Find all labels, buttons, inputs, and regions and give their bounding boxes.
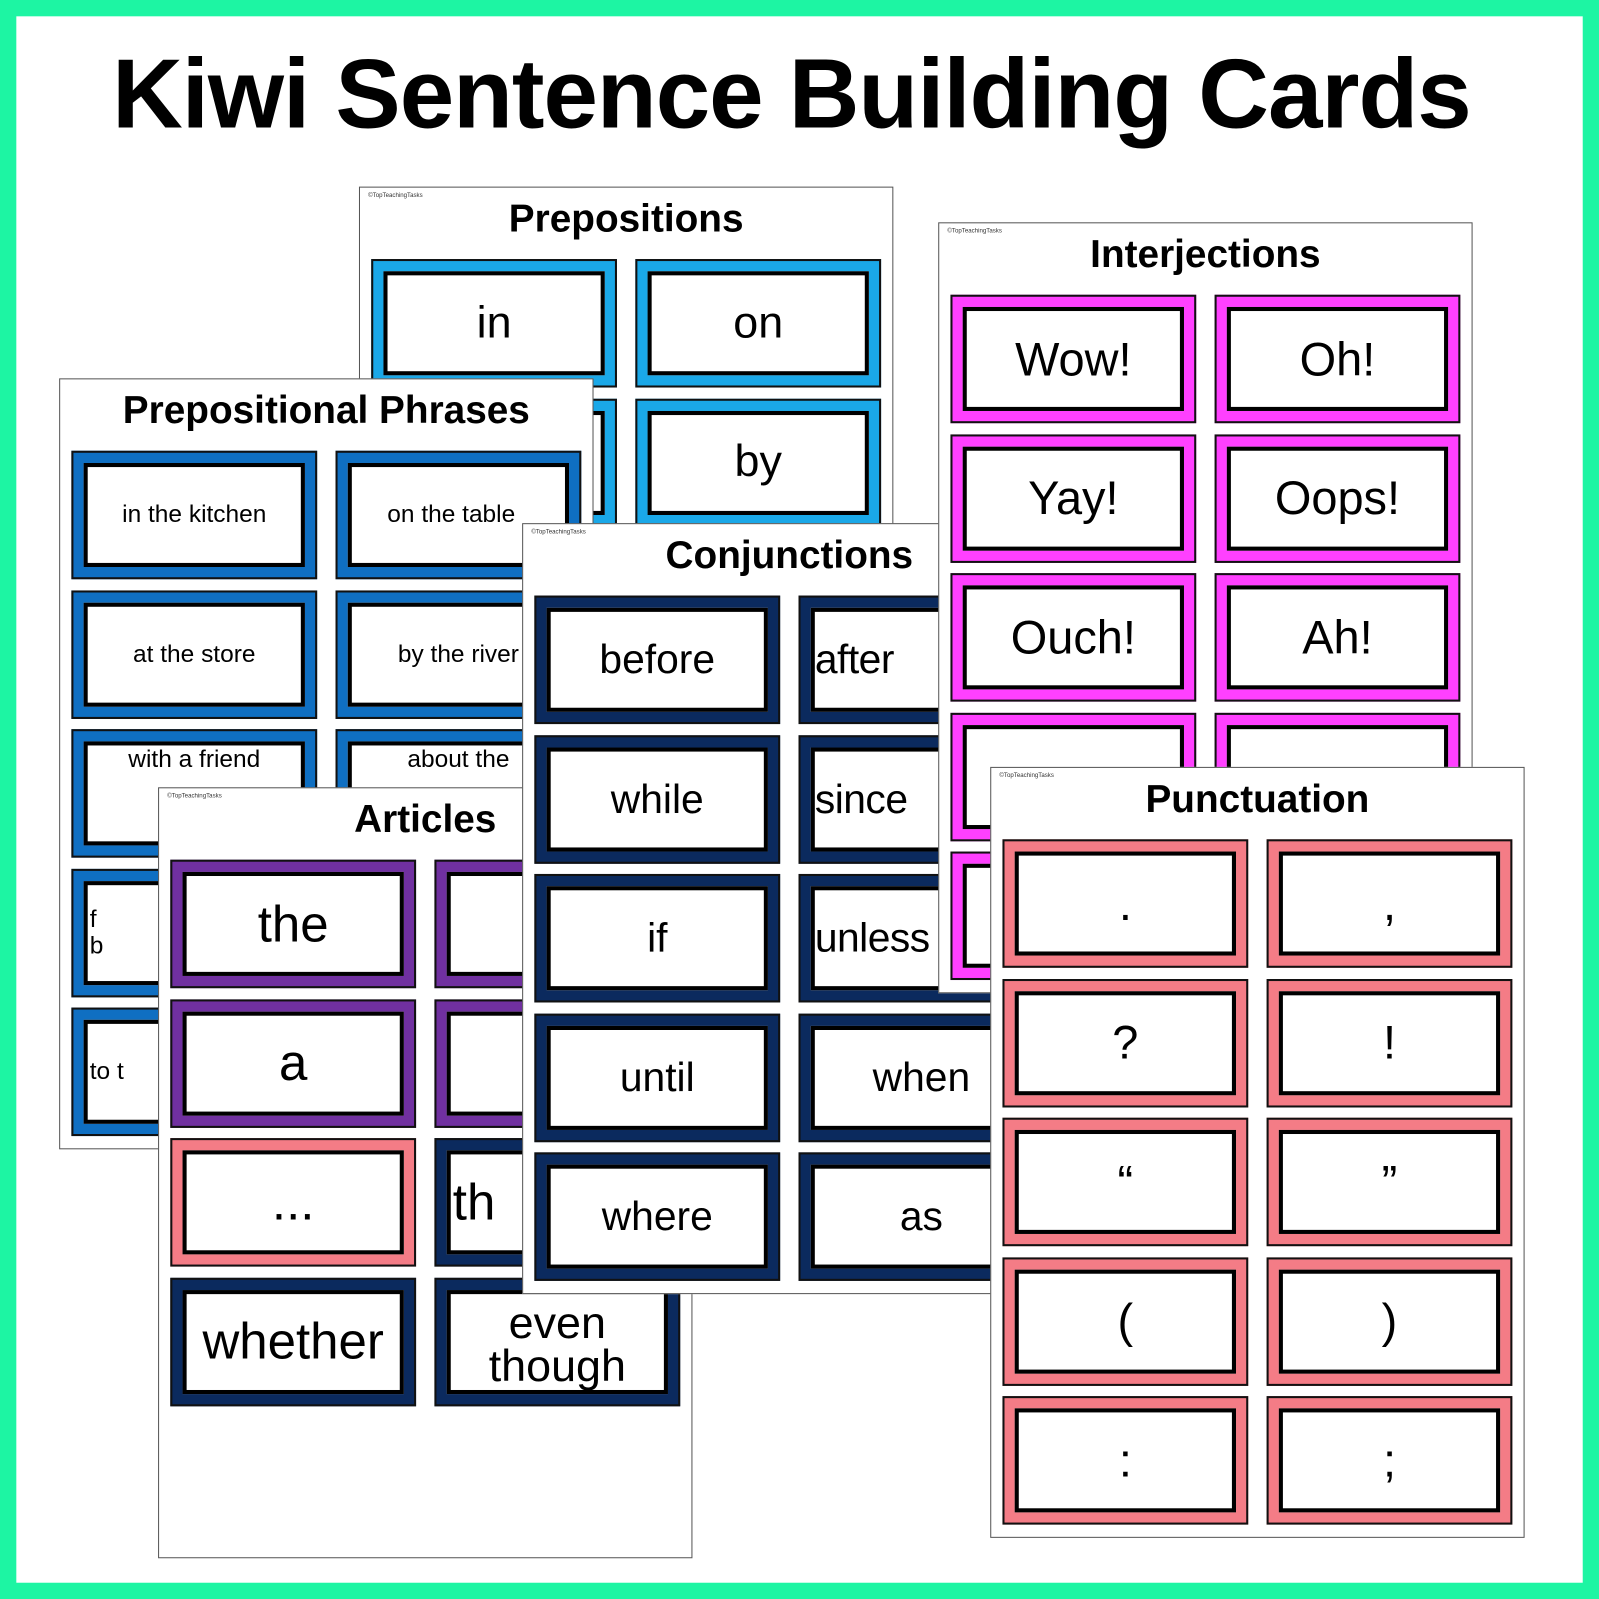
card-text: even though xyxy=(446,1289,668,1394)
word-card: . xyxy=(1002,839,1249,968)
card-text: ; xyxy=(1278,1408,1501,1513)
sheet-title: Prepositions xyxy=(508,197,744,241)
copyright-text: ©TopTeachingTasks xyxy=(999,773,1054,780)
card-text: at the store xyxy=(83,602,305,707)
card-text: “ xyxy=(1014,1129,1236,1234)
card-text: Wow! xyxy=(962,306,1184,411)
card-text: in xyxy=(383,271,605,376)
card-text: the xyxy=(182,871,404,976)
card-text: Ouch! xyxy=(962,585,1184,690)
word-card: , xyxy=(1266,839,1513,968)
word-card: ) xyxy=(1266,1256,1513,1386)
word-card: on xyxy=(635,259,882,388)
word-card: ( xyxy=(1002,1256,1249,1386)
word-card: whether xyxy=(170,1277,417,1406)
word-card: : xyxy=(1002,1396,1249,1525)
card-text: : xyxy=(1014,1408,1236,1513)
card-text: Oops! xyxy=(1226,446,1449,551)
word-card: ! xyxy=(1266,978,1513,1107)
word-card: Yay! xyxy=(950,433,1197,563)
word-card: at the store xyxy=(71,589,318,719)
word-card: even though xyxy=(434,1277,681,1406)
word-card: Ouch! xyxy=(950,573,1197,702)
word-card: Oh! xyxy=(1214,294,1461,424)
word-card: until xyxy=(534,1013,781,1142)
word-card: ... xyxy=(170,1138,417,1267)
card-text: if xyxy=(546,886,768,991)
card-text: before xyxy=(546,607,768,712)
card-text: a xyxy=(182,1011,404,1116)
card-text: whether xyxy=(182,1289,404,1394)
sheet-title: Conjunctions xyxy=(665,534,914,578)
word-card: the xyxy=(170,859,417,989)
copyright-text: ©TopTeachingTasks xyxy=(167,793,222,800)
word-card: while xyxy=(534,734,781,864)
card-text: ( xyxy=(1014,1269,1236,1374)
word-card: Wow! xyxy=(950,294,1197,424)
card-text: Ah! xyxy=(1226,585,1449,690)
card-text: until xyxy=(546,1025,768,1130)
card-text: while xyxy=(546,747,768,852)
card-text: ” xyxy=(1278,1129,1501,1234)
card-text: Oh! xyxy=(1226,306,1449,411)
sheet-title: Punctuation xyxy=(1145,778,1370,821)
sheet-title: Interjections xyxy=(1090,233,1321,277)
word-card: ; xyxy=(1266,1396,1513,1525)
main-title: Kiwi Sentence Building Cards xyxy=(112,39,1472,149)
card-text: on xyxy=(647,271,869,376)
word-card: where xyxy=(534,1152,781,1281)
word-card: before xyxy=(534,595,781,725)
card-text: , xyxy=(1278,851,1501,956)
sheet-title: Articles xyxy=(354,798,497,842)
card-text: where xyxy=(546,1164,768,1269)
card-text: . xyxy=(1014,851,1236,956)
card-text: by xyxy=(647,410,869,515)
word-card: a xyxy=(170,998,417,1128)
word-card: in the kitchen xyxy=(71,450,318,580)
copyright-text: ©TopTeachingTasks xyxy=(531,529,586,536)
word-card: if xyxy=(534,873,781,1003)
card-text: ... xyxy=(182,1150,404,1255)
word-card: ” xyxy=(1266,1117,1513,1247)
sheet-title: Prepositional Phrases xyxy=(122,389,530,433)
card-text: Yay! xyxy=(962,446,1184,551)
copyright-text: ©TopTeachingTasks xyxy=(368,192,423,199)
word-card: ? xyxy=(1002,978,1249,1107)
card-text: in the kitchen xyxy=(83,462,305,568)
word-card: in xyxy=(371,259,617,388)
word-card: by xyxy=(635,398,882,527)
card-text: ) xyxy=(1278,1269,1501,1374)
card-text: ? xyxy=(1014,990,1236,1095)
word-card: “ xyxy=(1002,1117,1249,1247)
word-card: Ah! xyxy=(1214,573,1461,702)
word-card: Oops! xyxy=(1214,433,1461,563)
card-text: ! xyxy=(1278,990,1501,1095)
copyright-text: ©TopTeachingTasks xyxy=(947,228,1002,235)
